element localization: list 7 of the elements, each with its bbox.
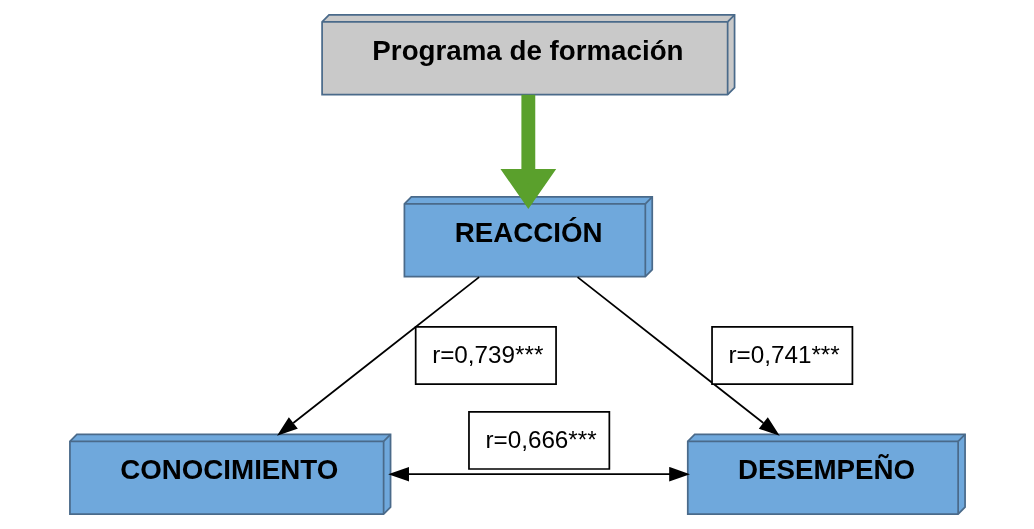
edge-label: r=0,739*** <box>431 340 543 368</box>
arrow <box>576 276 780 436</box>
edge-label: r=0,666*** <box>484 425 597 453</box>
arrow <box>387 466 690 482</box>
edge-label: r=0,741*** <box>728 340 840 368</box>
arrow <box>499 94 556 209</box>
arrow <box>276 276 480 436</box>
